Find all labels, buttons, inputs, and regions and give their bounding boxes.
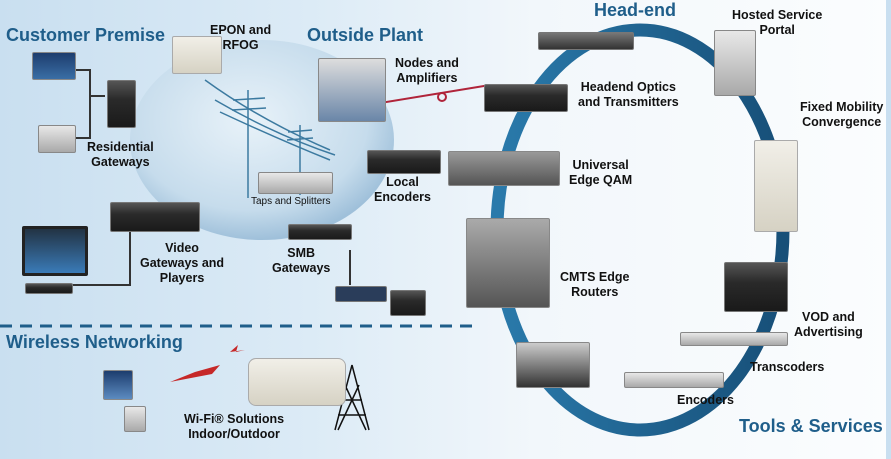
section-outside-plant: Outside Plant [307, 25, 424, 45]
label-headend-optics: Headend Optics and Transmitters [578, 80, 679, 109]
laptop-icon [32, 52, 76, 80]
label-nodes-amplifiers: Nodes and Amplifiers [395, 56, 459, 85]
local-encoder-device [367, 150, 441, 174]
desk-phone-icon [390, 290, 426, 316]
set-top-box-device [25, 283, 73, 294]
wireless-laptop-icon [103, 370, 133, 400]
cmts-router-device [466, 218, 550, 308]
gateway-wiring [76, 69, 105, 139]
encoder-device [624, 372, 724, 388]
wireless-signal-icon [170, 345, 245, 382]
section-head-end: Head-end [594, 0, 677, 20]
pda-icon [124, 406, 146, 432]
fiber-link [379, 84, 491, 104]
head-end-device-top [538, 32, 634, 50]
video-wiring [72, 228, 131, 286]
section-tools-services: Tools & Services [739, 416, 883, 436]
label-cmts-edge-routers: CMTS Edge Routers [560, 270, 630, 299]
encoder-chassis-device [516, 342, 590, 388]
label-fixed-mobility: Fixed Mobility Convergence [800, 100, 884, 129]
label-video-gateways: Video Gateways and Players [140, 241, 225, 285]
hosted-server-device [714, 30, 756, 96]
smb-switch-device [335, 286, 387, 302]
video-gateway-device [110, 202, 200, 232]
epon-rfog-device [172, 36, 222, 74]
label-taps-splitters: Taps and Splitters [251, 196, 331, 207]
label-wifi-solutions: Wi-Fi® Solutions Indoor/Outdoor [184, 412, 285, 441]
headend-optics-device [484, 84, 568, 112]
transcoder-device [680, 332, 788, 346]
tv-icon [22, 226, 88, 276]
fixed-mobility-device [754, 140, 798, 232]
label-hosted-service-portal: Hosted Service Portal [732, 8, 823, 37]
vod-server-device [724, 262, 788, 312]
label-local-encoders: Local Encoders [374, 175, 431, 204]
taps-splitters-device [258, 172, 333, 194]
smb-gateway-device [288, 224, 352, 240]
node-amplifier-device [318, 58, 386, 122]
fiber-link-connector [437, 92, 447, 102]
right-edge-strip [886, 0, 891, 459]
label-transcoders: Transcoders [750, 360, 825, 374]
residential-gateway-device [107, 80, 136, 128]
label-epon-rfog: EPON and RFOG [210, 23, 272, 52]
label-encoders: Encoders [677, 393, 734, 407]
label-residential-gateways: Residential Gateways [87, 140, 154, 169]
phone-icon [38, 125, 76, 153]
wifi-access-point-device [248, 358, 346, 406]
label-vod-advertising: VOD and Advertising [794, 310, 863, 339]
section-wireless-networking: Wireless Networking [6, 332, 183, 352]
label-smb-gateways: SMB Gateways [272, 246, 331, 275]
label-universal-edge-qam: Universal Edge QAM [569, 158, 633, 187]
edge-qam-device [448, 151, 560, 186]
section-customer-premise: Customer Premise [6, 25, 166, 45]
